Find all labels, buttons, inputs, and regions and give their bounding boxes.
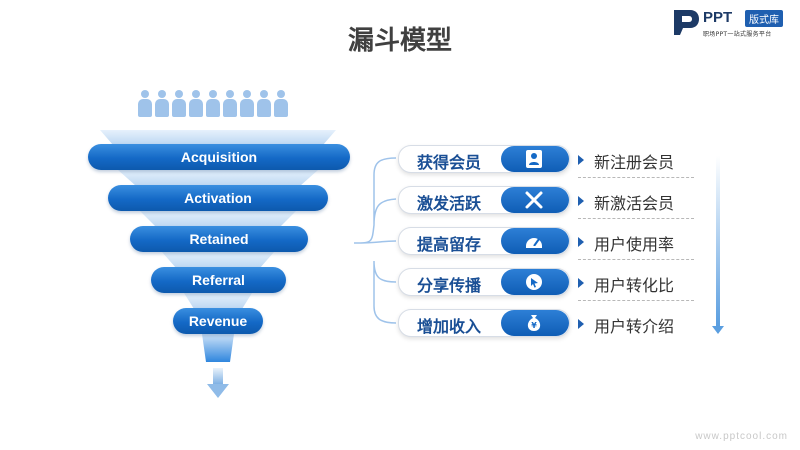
divider [578,300,694,301]
stage-referral: Referral [151,267,286,293]
stage-activation: Activation [108,185,328,211]
funnel-down-arrow-head [207,384,229,398]
right-arrow-head [712,326,724,334]
watermark: www.pptcool.com [695,431,788,442]
logo-mark-icon [674,10,699,35]
right-arrow-shaft [716,156,720,326]
connector-bracket [353,157,397,324]
desc-new-activated: 新激活会员 [578,188,698,214]
desc-new-registered: 新注册会员 [578,147,698,173]
triangle-bullet-icon [578,278,584,288]
funnel-down-arrow-shaft [213,368,223,384]
person-icon [189,90,203,118]
item-label: 激发活跃 [417,194,482,213]
item-increase-revenue: 增加收入 ¥ [398,309,570,337]
person-icon [138,90,152,118]
svg-text:¥: ¥ [531,321,537,330]
item-label: 增加收入 [417,317,482,336]
user-icon [501,146,569,172]
triangle-bullet-icon [578,237,584,247]
triangle-bullet-icon [578,196,584,206]
person-icon [257,90,271,118]
person-icon [274,90,288,118]
stage-retained: Retained [130,226,308,252]
logo-name: PPT [703,9,733,26]
item-share-spread: 分享传播 [398,268,570,296]
person-icon [240,90,254,118]
desc-referral: 用户转介绍 [578,311,698,337]
funnel-layer-1 [100,130,336,145]
funnel-layer-2 [118,170,318,186]
person-icon [172,90,186,118]
cursor-click-icon [501,269,569,295]
desc-conversion-ratio: 用户转化比 [578,270,698,296]
gauge-icon [501,228,569,254]
stage-revenue: Revenue [173,308,263,334]
logo-subtitle: 职场PPT一站式服务平台 [703,31,772,38]
item-acquire-members: 获得会员 [398,145,570,173]
divider [578,259,694,260]
triangle-bullet-icon [578,155,584,165]
funnel-layer-3 [140,211,296,227]
brand-logo: PPT 版式库 职场PPT一站式服务平台 [672,8,790,42]
stage-acquisition: Acquisition [88,144,350,170]
person-icon [155,90,169,118]
logo-tag: 版式库 [745,10,783,27]
item-stimulate-activity: 激发活跃 [398,186,570,214]
people-row [138,90,308,118]
money-bag-icon: ¥ [501,310,569,336]
item-label: 分享传播 [417,276,482,295]
page-title: 漏斗模型 [347,26,452,56]
person-icon [206,90,220,118]
divider [578,177,694,178]
funnel-tip [202,334,234,362]
item-label: 提高留存 [417,235,482,254]
item-improve-retention: 提高留存 [398,227,570,255]
triangle-bullet-icon [578,319,584,329]
tools-icon [501,187,569,213]
divider [578,218,694,219]
funnel-layer-5 [184,293,252,309]
desc-usage-rate: 用户使用率 [578,229,698,255]
person-icon [223,90,237,118]
funnel-layer-4 [162,252,274,268]
item-label: 获得会员 [417,153,482,172]
